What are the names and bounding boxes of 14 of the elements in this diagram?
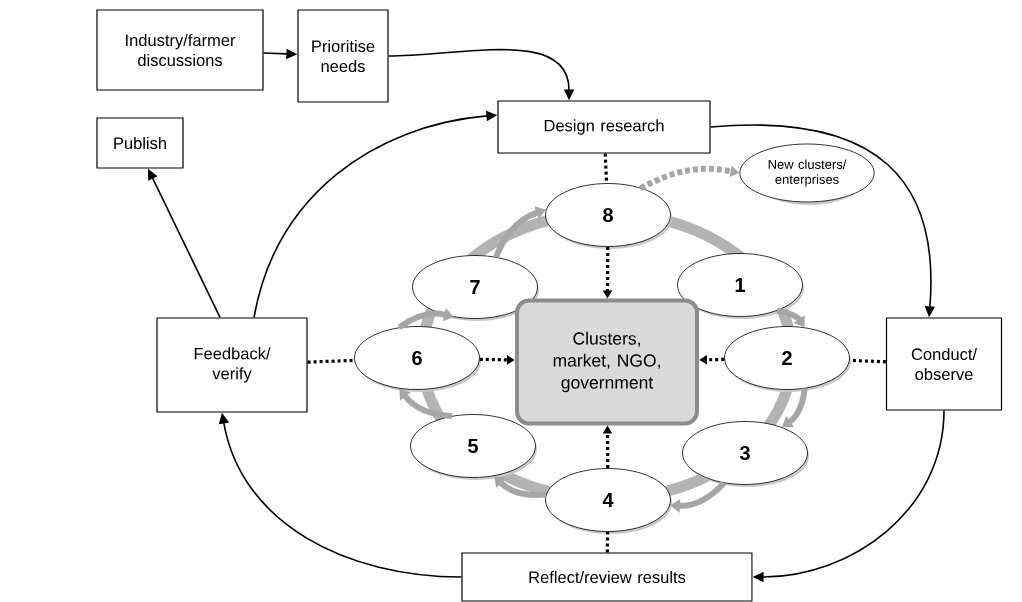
process-box: Conduct/ observe bbox=[885, 317, 1003, 411]
cycle-arrow bbox=[782, 388, 808, 428]
cycle-arrow bbox=[494, 476, 547, 498]
process-box: Industry/farmer discussions bbox=[96, 9, 264, 91]
cycle-arrow bbox=[493, 206, 546, 259]
dotted-line bbox=[603, 153, 609, 184]
stakeholder-box: Clusters, market, NGO, government bbox=[515, 298, 699, 426]
process-box: Prioritise needs bbox=[297, 9, 389, 103]
process-box: Publish bbox=[96, 117, 184, 169]
dotted-line bbox=[605, 531, 610, 553]
process-box: Design research bbox=[497, 100, 711, 154]
dotted-line bbox=[307, 358, 355, 364]
process-box: Reflect/review results bbox=[461, 552, 753, 602]
process-box: Feedback/ verify bbox=[156, 317, 308, 413]
